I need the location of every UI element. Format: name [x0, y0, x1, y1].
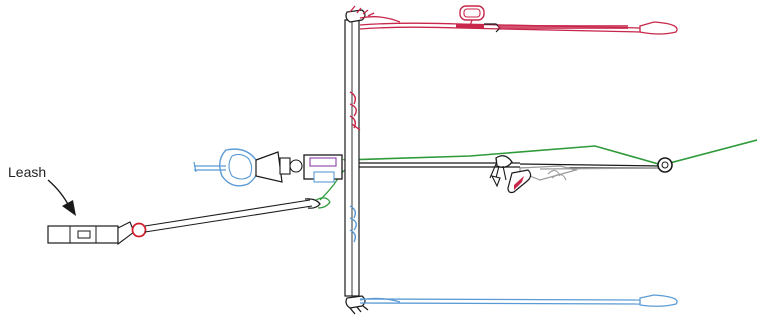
leash-label: Leash: [8, 164, 47, 180]
back-line-bottom-blue: [359, 294, 678, 307]
leash-callout-arrow: [47, 179, 76, 216]
leash-marker-ball: [131, 222, 147, 238]
control-bar: [344, 19, 361, 297]
trim-ring: [657, 157, 673, 173]
front-line-top-red: [359, 5, 678, 35]
depower-cleat: [489, 155, 663, 194]
bar-end-top: [345, 5, 401, 23]
leash-line: [144, 199, 311, 227]
chicken-loop-assembly: [193, 148, 343, 187]
leash-assembly: [47, 197, 331, 246]
